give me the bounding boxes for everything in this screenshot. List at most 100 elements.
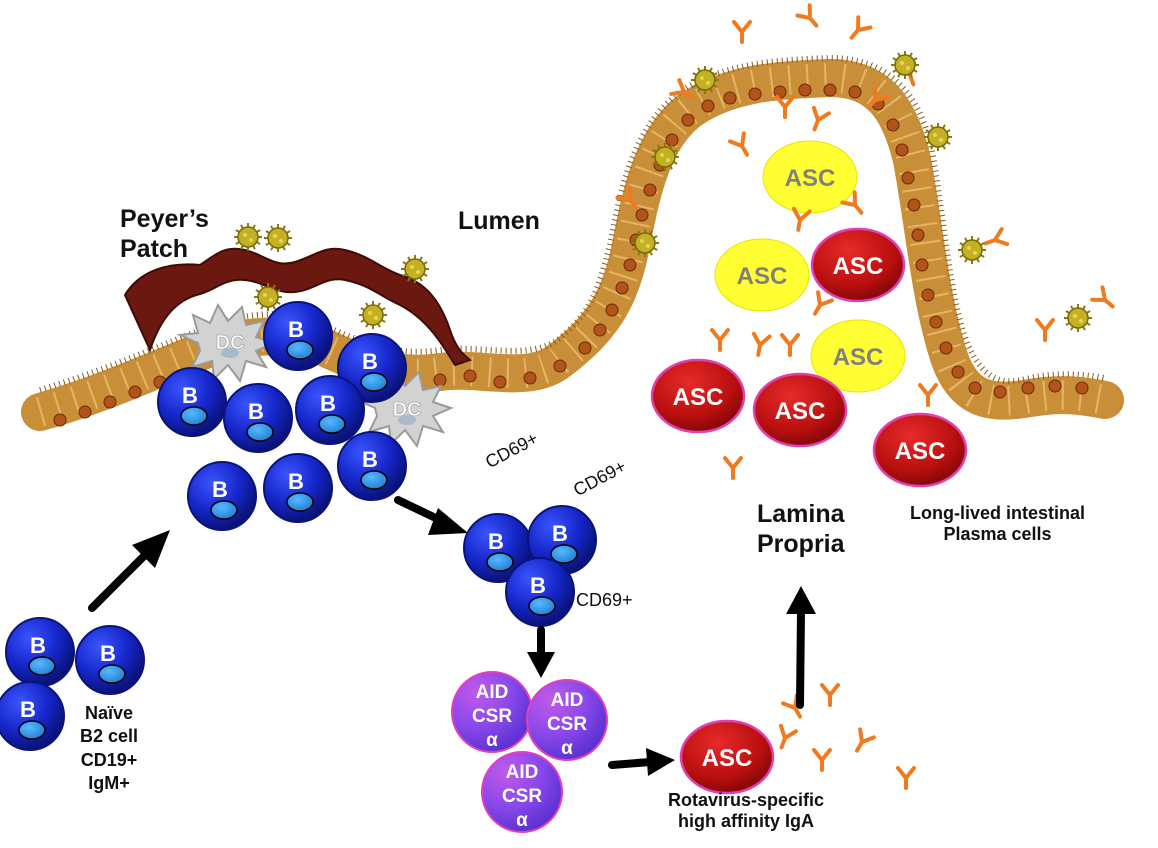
antibody-icon (778, 723, 798, 750)
epithelial-nucleus (623, 258, 637, 272)
b-cell-label: B (530, 573, 546, 598)
antibody-icon (669, 78, 695, 99)
epithelial-nucleus (895, 143, 909, 157)
arrow-head (132, 530, 170, 568)
b-cell: B (263, 301, 333, 371)
antibody-icon (732, 20, 752, 44)
peyers-patch-line-1: Peyer’s (120, 205, 209, 233)
rotavirus-icon (691, 66, 719, 94)
epithelial-nucleus (911, 228, 925, 242)
antibody-icon (855, 727, 876, 753)
antibody-icon (840, 190, 864, 215)
epithelial-nucleus (78, 405, 92, 419)
antibody-icon (918, 383, 938, 407)
epithelial-nucleus (1021, 381, 1035, 395)
epithelial-nucleus (921, 288, 935, 302)
long-lived-line-2: Plasma cells (943, 524, 1052, 545)
epithelial-nucleus (605, 303, 619, 317)
epithelial-nucleus (463, 369, 477, 383)
b-cell: B (263, 453, 333, 523)
b-cell: B (223, 383, 293, 453)
epithelial-nucleus (593, 323, 607, 337)
b-cell-label: B (30, 633, 46, 658)
epithelial-nucleus (433, 373, 447, 387)
epithelial-nucleus (823, 83, 837, 97)
epithelial-nucleus (907, 198, 921, 212)
aid-cell-label: α (486, 730, 498, 751)
epithelial-nucleus (493, 375, 507, 389)
arrow-asc-to-lamina (796, 608, 805, 709)
b-cell-label: B (488, 529, 504, 554)
epithelial-nucleus (848, 85, 862, 99)
aid-cell-label: α (516, 810, 528, 831)
arrow-head (786, 586, 816, 614)
antibody-icon (820, 683, 840, 707)
epithelial-nucleus (748, 87, 762, 101)
asc-immature: ASC (714, 238, 810, 312)
aid-cell-label: α (561, 738, 573, 759)
b-cell: B (295, 375, 365, 445)
rotavirus-icon (891, 51, 919, 79)
peyers-patch-line-2: Patch (120, 234, 189, 263)
rotavirus-icon (254, 283, 282, 311)
dc-label: DC (216, 332, 245, 354)
long-lived-label: Long-lived intestinal Plasma cells (910, 503, 1085, 545)
antibody-icon (615, 185, 639, 210)
asc-plasma-cell: ASC (872, 412, 968, 488)
b-cell: B (157, 367, 227, 437)
antibody-icon (896, 766, 916, 790)
asc-label: ASC (785, 165, 836, 192)
epithelial-nucleus (53, 413, 67, 427)
rotavirus-icon (234, 223, 262, 251)
naive-line-2: B2 cell (80, 726, 139, 747)
b-cell: B (75, 625, 145, 695)
lamina-line-2: Propria (757, 529, 845, 558)
b-cell-label: B (552, 521, 568, 546)
b-cell: B (187, 461, 257, 531)
epithelial-nucleus (701, 99, 715, 113)
epithelial-nucleus (643, 183, 657, 197)
rotavirus-icon (264, 224, 292, 252)
epithelial-nucleus (723, 91, 737, 105)
asc-label: ASC (833, 253, 884, 280)
naive-line-4: IgM+ (88, 773, 130, 794)
epithelial-nucleus (681, 113, 695, 127)
dc-label: DC (393, 399, 422, 421)
epithelial-nucleus (915, 258, 929, 272)
b-cell-label: B (100, 641, 116, 666)
long-lived-line-1: Long-lived intestinal (910, 503, 1086, 523)
epithelial-nucleus (103, 395, 117, 409)
naive-line-1: Naïve (85, 703, 134, 723)
asc-label: ASC (833, 344, 884, 371)
epithelial-nucleus (635, 208, 649, 222)
rotavirus-label: Rotavirus-specific high affinity IgA (668, 790, 824, 832)
asc-plasma-cell: ASC (752, 372, 848, 448)
epithelial-nucleus (951, 365, 965, 379)
epithelial-nucleus (615, 281, 629, 295)
epithelial-nucleus (929, 315, 943, 329)
cd69-label: CD69+ (576, 590, 633, 610)
aid-cell-label: CSR (472, 706, 512, 727)
b-cell-label: B (248, 399, 264, 424)
aid-cell-label: CSR (547, 714, 587, 735)
rotavirus-line-2: high affinity IgA (678, 811, 815, 832)
b-cell-label: B (182, 383, 198, 408)
asc-label: ASC (775, 398, 826, 425)
b-cell-label: B (212, 477, 228, 502)
epithelial-nucleus (523, 371, 537, 385)
epithelial-nucleus (128, 385, 142, 399)
b-cell: B (337, 431, 407, 501)
dendritic-cell: DC (353, 367, 454, 449)
antibody-icon (728, 131, 749, 157)
epithelial-nucleus (901, 171, 915, 185)
b-cell-label: B (362, 447, 378, 472)
rotavirus-icon (958, 236, 986, 264)
b-cell-label: B (288, 469, 304, 494)
rotavirus-icon (631, 229, 659, 257)
b-cell: B (0, 681, 65, 751)
antibody-group (615, 3, 1115, 790)
peyers-patch-label: Peyer’s Patch (120, 205, 209, 264)
